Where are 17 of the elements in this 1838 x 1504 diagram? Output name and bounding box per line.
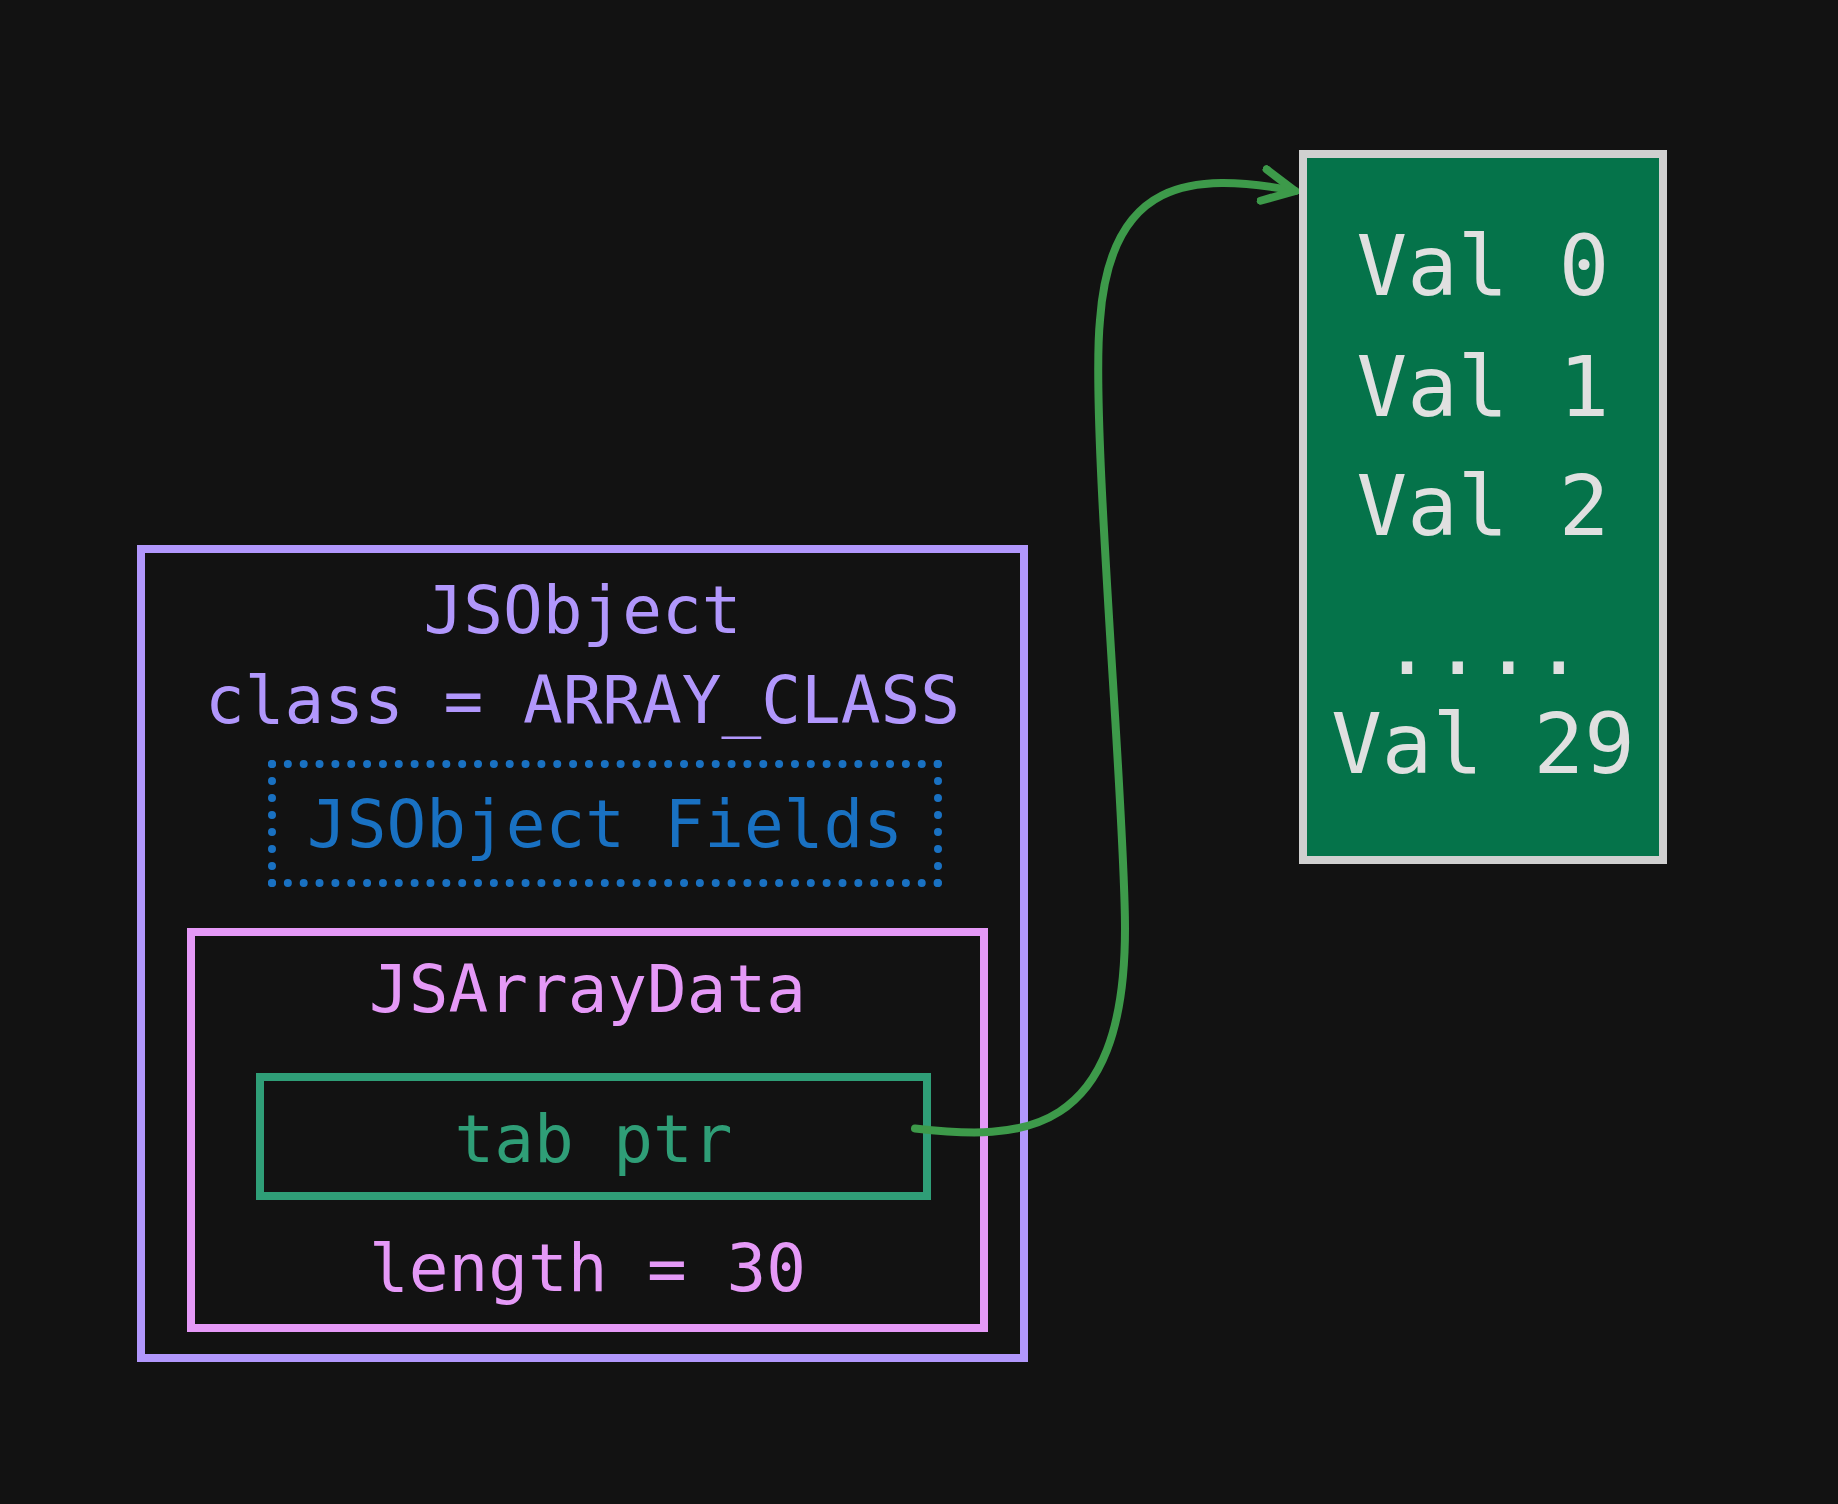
node-title: tab ptr	[454, 1100, 733, 1180]
node-title: JSObject Fields	[307, 785, 903, 865]
pointer-box	[256, 1073, 931, 1200]
node-text: length = 30	[368, 1229, 807, 1309]
array-data-box	[187, 928, 988, 1332]
node-title: JSObject	[423, 571, 742, 651]
node-text: Val 1	[1356, 337, 1610, 438]
node-text: Val 2	[1356, 456, 1610, 557]
node-title: JSArrayData	[368, 950, 807, 1030]
node-text: Val 29	[1331, 694, 1635, 795]
node-text: class = ARRAY_CLASS	[205, 661, 960, 741]
node-text: ....	[1381, 595, 1585, 696]
node-text: Val 0	[1356, 216, 1610, 317]
object-box	[137, 545, 1028, 1362]
fields-box	[268, 760, 942, 887]
values-box	[1299, 150, 1667, 864]
arrow	[911, 165, 1299, 1137]
